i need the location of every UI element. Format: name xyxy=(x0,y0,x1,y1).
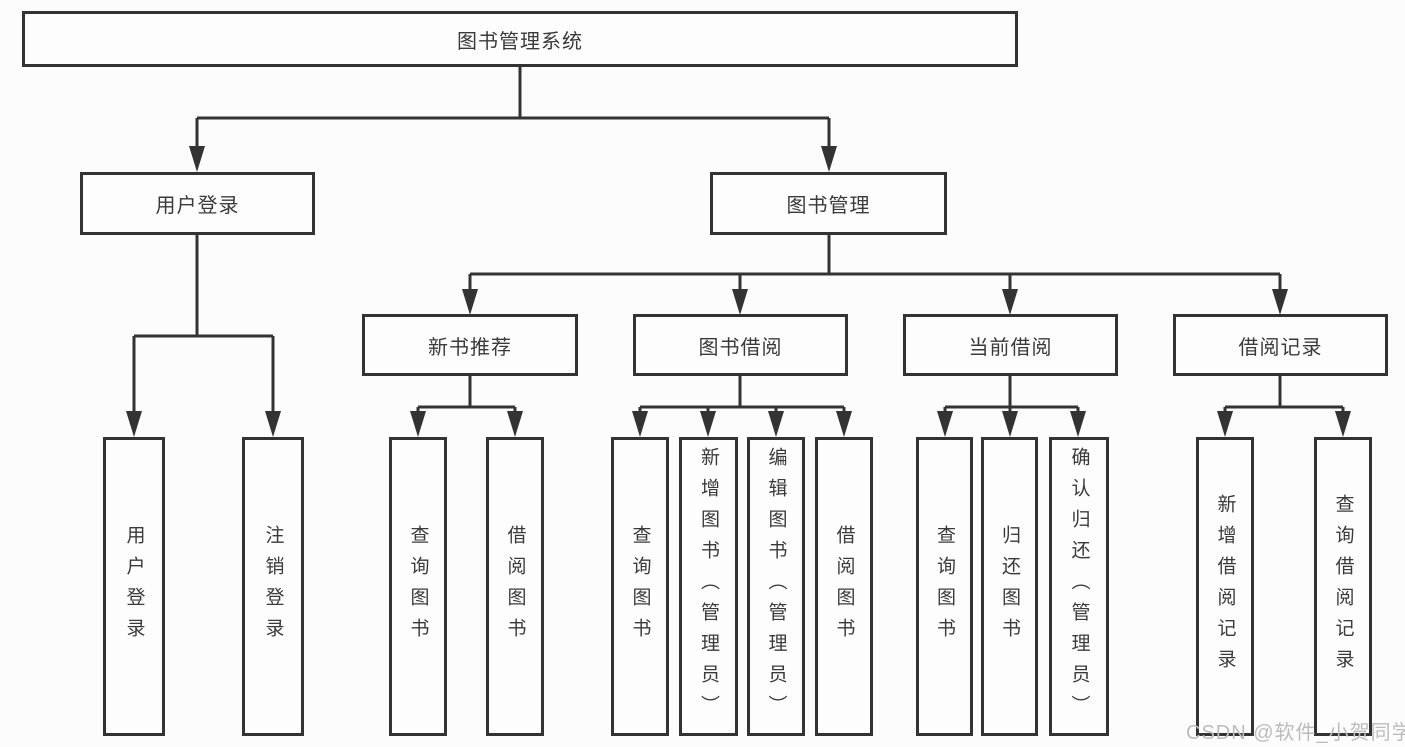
leaf-user-login: 用户登录 xyxy=(103,437,165,736)
leaf-records-add: 新增借阅记录 xyxy=(1196,437,1254,736)
leaf-label: 借阅图书 xyxy=(504,524,526,649)
leaf-label: 借阅图书 xyxy=(833,524,855,649)
leaf-current-confirm: 确认归还（管理员） xyxy=(1049,437,1109,736)
leaf-label: 查询图书 xyxy=(629,524,651,649)
leaf-label: 新增图书（管理员） xyxy=(698,447,719,726)
node-label: 当前借阅 xyxy=(968,336,1053,359)
node-label: 用户登录 xyxy=(155,195,240,217)
leaf-borrow-query: 查询图书 xyxy=(611,437,669,736)
node-label: 借阅记录 xyxy=(1238,336,1323,359)
leaf-borrow-borrow: 借阅图书 xyxy=(815,437,873,736)
leaf-label: 确认归还（管理员） xyxy=(1068,447,1090,726)
node-label: 图书管理系统 xyxy=(457,30,583,53)
node-label: 新书推荐 xyxy=(428,336,512,359)
node-book-mgmt: 图书管理 xyxy=(710,172,947,235)
leaf-newbook-borrow: 借阅图书 xyxy=(486,437,544,736)
leaf-borrow-add: 新增图书（管理员） xyxy=(679,437,738,736)
leaf-label: 用户登录 xyxy=(123,524,145,649)
node-label: 图书借阅 xyxy=(698,336,783,359)
leaf-label: 编辑图书（管理员） xyxy=(765,447,787,726)
leaf-current-return: 归还图书 xyxy=(981,437,1038,736)
leaf-label: 归还图书 xyxy=(999,524,1020,649)
leaf-borrow-edit: 编辑图书（管理员） xyxy=(747,437,805,736)
leaf-label: 新增借阅记录 xyxy=(1214,493,1236,680)
node-new-book: 新书推荐 xyxy=(362,314,578,376)
csdn-watermark: CSDN @软件_小贺同学 xyxy=(1186,722,1405,744)
node-borrow-records: 借阅记录 xyxy=(1173,314,1388,376)
leaf-label: 查询图书 xyxy=(934,524,955,649)
node-current-borrow: 当前借阅 xyxy=(903,314,1118,376)
leaf-current-query: 查询图书 xyxy=(916,437,973,736)
leaf-newbook-query: 查询图书 xyxy=(389,437,447,736)
node-user-login: 用户登录 xyxy=(80,172,315,235)
node-book-borrow: 图书借阅 xyxy=(633,314,848,376)
leaf-records-query: 查询借阅记录 xyxy=(1314,437,1372,736)
leaf-label: 注销登录 xyxy=(262,524,284,649)
leaf-label: 查询图书 xyxy=(407,524,429,649)
node-label: 图书管理 xyxy=(786,195,871,217)
leaf-logout: 注销登录 xyxy=(242,437,304,736)
leaf-label: 查询借阅记录 xyxy=(1332,493,1354,680)
node-root: 图书管理系统 xyxy=(22,11,1018,67)
